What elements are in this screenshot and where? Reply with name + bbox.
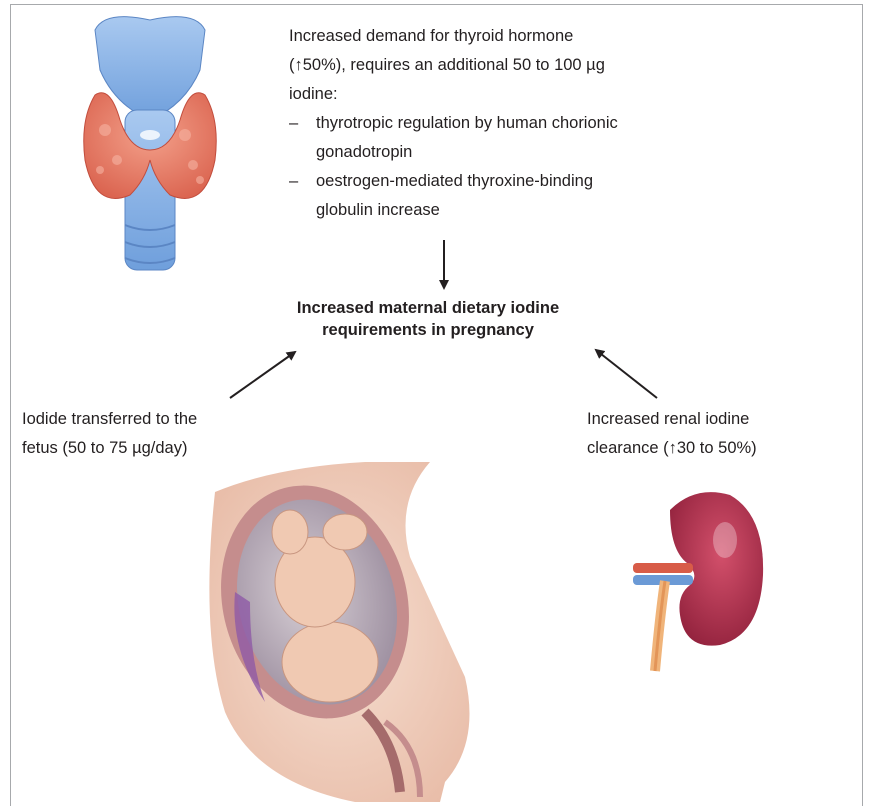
arrow-right-up <box>596 350 657 398</box>
renal-line-1: Increased renal iodine <box>587 405 749 434</box>
fetus-line-1: Iodide transferred to the <box>22 405 197 434</box>
arrow-left-up <box>230 352 295 398</box>
kidney-illustration <box>625 485 765 673</box>
fetus-line-2: fetus (50 to 75 µg/day) <box>22 434 187 463</box>
renal-line-2: clearance (↑30 to 50%) <box>587 434 757 463</box>
pregnancy-illustration <box>195 462 480 802</box>
